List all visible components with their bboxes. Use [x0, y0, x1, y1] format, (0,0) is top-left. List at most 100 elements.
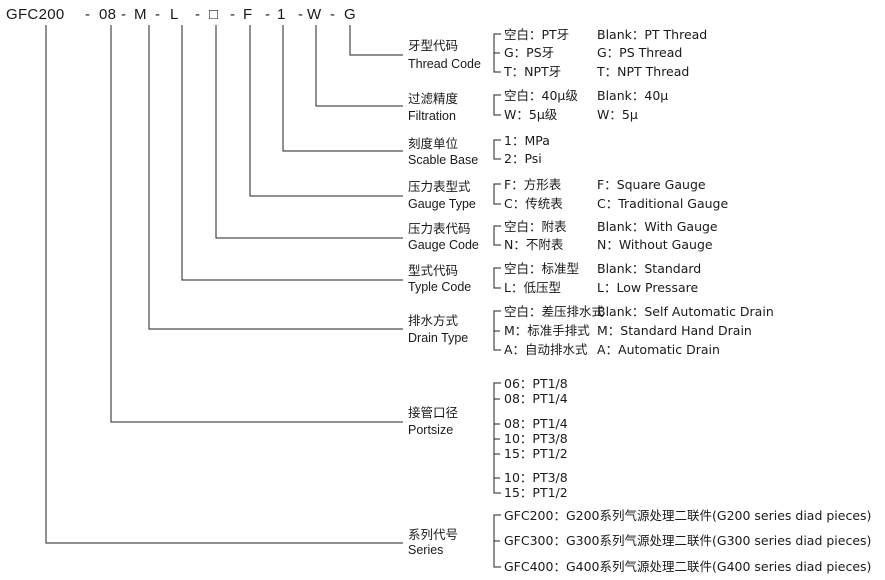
- option-text: C：传统表: [504, 196, 563, 211]
- group-label-en: Drain Type: [408, 331, 468, 345]
- option-group-thread: 牙型代码 Thread Code 空白：PT牙 Blank：PT ThreadG：PS…: [408, 27, 707, 79]
- option-text: 08：PT1/4: [504, 416, 568, 431]
- option-text: 空白：附表: [504, 219, 567, 234]
- model-code-token: 08: [99, 6, 116, 23]
- option-text: N：不附表: [504, 237, 564, 252]
- option-text: 2：Psi: [504, 151, 542, 166]
- option-text-en: F：Square Gauge: [597, 177, 706, 192]
- bracket-line: [493, 225, 501, 246]
- model-code-row: GFC200-08-M-L-□-F-1-W-G: [6, 6, 356, 23]
- connector-line: [45, 25, 403, 544]
- option-groups: 牙型代码 Thread Code 空白：PT牙 Blank：PT ThreadG：PS…: [408, 27, 871, 574]
- option-text-en: Blank：Standard: [597, 261, 701, 276]
- model-code-token: -: [195, 6, 200, 23]
- model-code-token: -: [330, 6, 335, 23]
- option-text: 15：PT1/2: [504, 485, 568, 500]
- connector-line: [181, 25, 403, 281]
- connector-line: [249, 25, 403, 197]
- connector-line: [215, 25, 403, 239]
- option-text-en: T：NPT Thread: [596, 64, 689, 79]
- option-text-en: G：PS Thread: [597, 45, 682, 60]
- group-label-cn: 过滤精度: [408, 91, 459, 106]
- option-text-en: Blank：With Gauge: [597, 219, 718, 234]
- option-text: F：方形表: [504, 177, 562, 192]
- model-code-token: -: [121, 6, 126, 23]
- option-text: GFC200：G200系列气源处理二联件(G200 series diad pi…: [504, 508, 871, 523]
- model-code-token: -: [155, 6, 160, 23]
- option-text: 空白：PT牙: [504, 27, 569, 42]
- bracket-line: [493, 94, 501, 116]
- connector-lines: [45, 25, 403, 544]
- option-text-en: W：5μ: [597, 107, 638, 122]
- group-label-en: Thread Code: [408, 57, 481, 71]
- option-text: W：5μ级: [504, 107, 558, 122]
- model-code-token: L: [170, 6, 179, 23]
- connector-line: [110, 25, 403, 423]
- group-label-cn: 系列代号: [408, 527, 458, 542]
- model-code-token: G: [344, 6, 356, 23]
- group-label-cn: 接管口径: [408, 405, 458, 420]
- group-label-en: Filtration: [408, 109, 456, 123]
- option-group-portsize: 接管口径Portsize06：PT1/808：PT1/408：PT1/410：P…: [408, 376, 568, 500]
- option-text: 10：PT3/8: [504, 431, 568, 446]
- model-code-token: -: [85, 6, 90, 23]
- connector-line: [315, 25, 403, 107]
- bracket-line: [493, 139, 501, 160]
- option-text: A：自动排水式: [504, 342, 588, 357]
- bracket-line: [493, 310, 501, 351]
- group-label-en: Gauge Code: [408, 238, 479, 252]
- model-code-token: -: [265, 6, 270, 23]
- option-text: 15：PT1/2: [504, 446, 568, 461]
- model-code-token: M: [134, 6, 147, 23]
- option-text-en: A：Automatic Drain: [597, 342, 720, 357]
- model-code-token: GFC200: [6, 6, 65, 23]
- group-label-cn: 型式代码: [408, 263, 458, 278]
- option-text: GFC400：G400系列气源处理二联件(G400 series diad pi…: [504, 559, 871, 574]
- connector-line: [282, 25, 403, 152]
- group-label-cn: 排水方式: [408, 313, 459, 328]
- model-code-token: W: [307, 6, 322, 23]
- option-text-en: C：Traditional Gauge: [597, 196, 728, 211]
- bracket-line: [493, 183, 501, 205]
- model-code-token: □: [209, 6, 218, 23]
- group-label-en: Typle Code: [408, 280, 471, 294]
- group-label-en: Portsize: [408, 423, 453, 437]
- option-text: 空白：标准型: [504, 261, 579, 276]
- group-label-en: Gauge Type: [408, 197, 476, 211]
- option-text-en: Blank：Self Automatic Drain: [597, 304, 774, 319]
- group-label-cn: 压力表型式: [408, 179, 471, 194]
- option-text: 10：PT3/8: [504, 470, 568, 485]
- option-text-en: L：Low Pressare: [597, 280, 698, 295]
- option-text-en: N：Without Gauge: [597, 237, 713, 252]
- option-text: L：低压型: [504, 280, 561, 295]
- group-label-en: Series: [408, 543, 443, 557]
- option-text: 空白：差压排水式: [504, 304, 605, 319]
- option-text-en: Blank：PT Thread: [597, 27, 707, 42]
- option-text: 06：PT1/8: [504, 376, 568, 391]
- option-text: M：标准手排式: [504, 323, 590, 338]
- option-text: G：PS牙: [504, 45, 554, 60]
- model-code-token: 1: [277, 6, 286, 23]
- bracket-line: [493, 514, 501, 568]
- option-text: GFC300：G300系列气源处理二联件(G300 series diad pi…: [504, 533, 871, 548]
- connector-line: [349, 25, 403, 56]
- connector-line: [148, 25, 403, 330]
- group-label-cn: 牙型代码: [408, 38, 458, 53]
- bracket-line: [493, 33, 501, 73]
- group-label-cn: 压力表代码: [408, 221, 471, 236]
- group-label-en: Scable Base: [408, 153, 478, 167]
- option-text: T：NPT牙: [503, 64, 561, 79]
- model-code-token: -: [230, 6, 235, 23]
- group-label-cn: 刻度单位: [408, 136, 458, 151]
- bracket-line: [493, 267, 501, 289]
- option-text: 08：PT1/4: [504, 391, 568, 406]
- option-text-en: Blank：40μ: [597, 88, 668, 103]
- option-text: 空白：40μ级: [504, 88, 578, 103]
- option-group-gauge-code: 压力表代码 Gauge Code 空白：附表 Blank：With GaugeN：不附…: [408, 219, 718, 252]
